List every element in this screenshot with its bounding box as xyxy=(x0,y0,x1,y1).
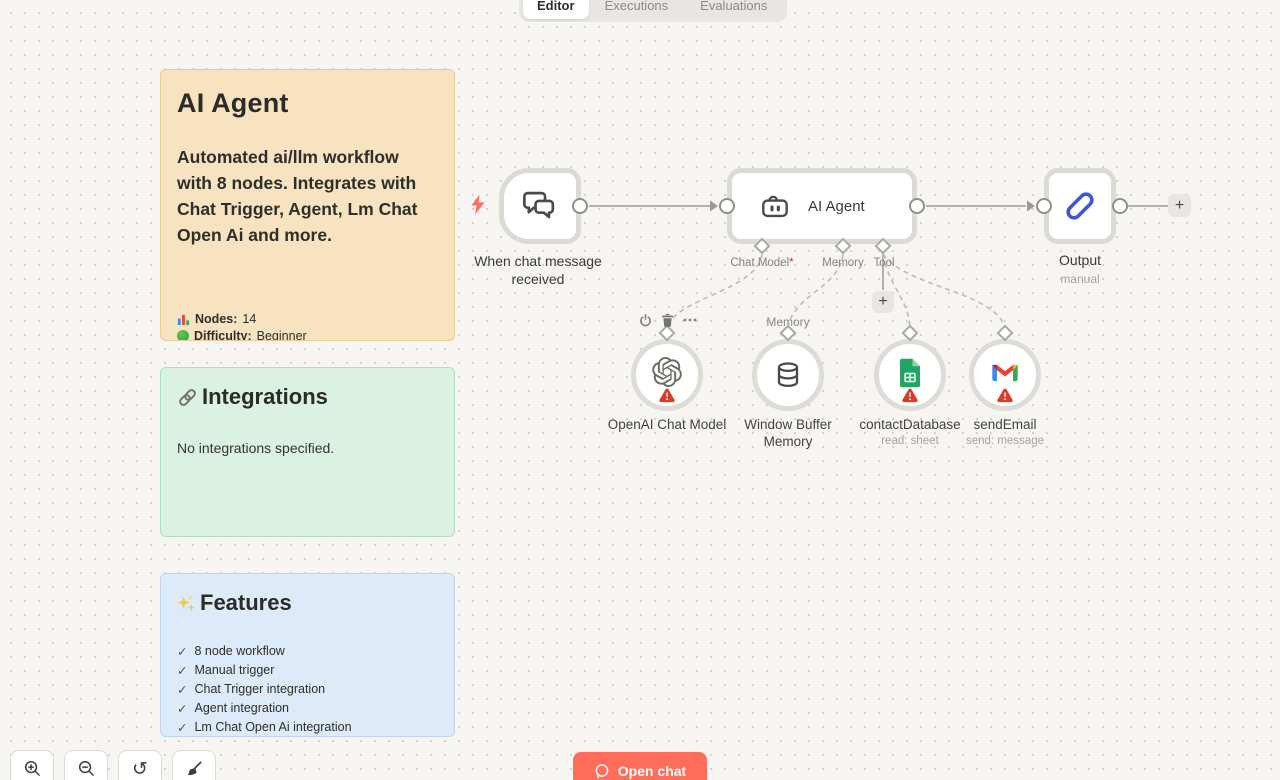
tidy-up-icon xyxy=(187,761,201,776)
node-label-ai-agent: AI Agent xyxy=(808,197,865,215)
green-circle-icon xyxy=(177,330,189,340)
node-contact-database[interactable] xyxy=(874,339,946,411)
reset-zoom-icon: ↺ xyxy=(132,759,148,780)
integrations-title: Integrations xyxy=(202,384,328,409)
nodes-label: Nodes: xyxy=(195,312,238,326)
node-chat-trigger[interactable] xyxy=(499,168,581,244)
feature-item: ✓Chat Trigger integration xyxy=(177,682,326,697)
tab-evaluations[interactable]: Evaluations xyxy=(700,0,768,13)
features-list: ✓8 node workflow ✓Manual trigger ✓Chat T… xyxy=(177,644,438,735)
port-label-memory: Memory xyxy=(822,257,864,269)
zoom-out-button[interactable] xyxy=(64,750,108,780)
node-output[interactable] xyxy=(1044,168,1116,244)
chat-bubble-icon xyxy=(595,764,609,779)
port-output-output[interactable] xyxy=(1112,198,1128,214)
node-label-output: Output xyxy=(1058,252,1102,268)
node-label-contact-database: contactDatabase xyxy=(859,417,961,432)
open-chat-button[interactable]: Open chat xyxy=(573,752,707,780)
zoom-in-icon xyxy=(24,760,40,776)
bar-chart-icon xyxy=(177,314,190,325)
add-tool-button[interactable]: + xyxy=(872,291,894,313)
features-title: Features xyxy=(200,590,292,615)
google-sheets-icon xyxy=(900,358,920,388)
node-toolbar xyxy=(639,313,697,327)
memory-connection-label: Memory xyxy=(766,315,810,329)
node-label-send-email: sendEmail xyxy=(973,417,1037,432)
node-window-buffer-memory[interactable] xyxy=(752,339,824,411)
sticky-note-integrations[interactable]: Integrations No integrations specified. xyxy=(160,367,455,537)
view-tabs: Editor Executions Evaluations xyxy=(519,0,788,22)
note-title: AI Agent xyxy=(177,88,289,118)
integrations-body: No integrations specified. xyxy=(177,440,335,456)
database-icon xyxy=(777,362,799,388)
node-openai-chat-model[interactable] xyxy=(631,339,703,411)
port-label-tool: Tool xyxy=(873,257,895,269)
note-meta: Nodes: 14 Difficulty: Beginner xyxy=(177,312,307,341)
warning-icon xyxy=(997,388,1013,403)
tab-executions[interactable]: Executions xyxy=(604,0,669,13)
port-agent-input[interactable] xyxy=(719,198,735,214)
node-label-openai: OpenAI Chat Model xyxy=(607,417,727,432)
power-icon[interactable] xyxy=(639,313,652,327)
sticky-note-features[interactable]: Features ✓8 node workflow ✓Manual trigge… xyxy=(160,573,455,737)
warning-icon xyxy=(659,388,675,403)
tab-editor[interactable]: Editor xyxy=(523,0,589,19)
sticky-note-overview[interactable]: AI Agent Automated ai/llm workflow with … xyxy=(160,69,455,341)
node-subtitle-output: manual xyxy=(1060,272,1100,286)
ellipsis-icon[interactable] xyxy=(683,318,697,322)
node-subtitle-send-email: send: message xyxy=(966,435,1044,447)
feature-item: ✓Lm Chat Open Ai integration xyxy=(177,720,352,735)
features-heading: Features xyxy=(177,590,438,616)
gmail-icon xyxy=(992,364,1018,382)
robot-icon xyxy=(762,195,788,218)
pen-icon xyxy=(1066,192,1094,220)
difficulty-label: Difficulty: xyxy=(194,329,252,341)
node-label-window-buffer-memory: Window Buffer Memory xyxy=(744,417,832,450)
zoom-out-icon xyxy=(78,760,94,776)
warning-icon xyxy=(902,388,918,403)
tidy-up-button[interactable] xyxy=(172,750,216,780)
zoom-in-button[interactable] xyxy=(10,750,54,780)
feature-item: ✓Agent integration xyxy=(177,701,289,716)
port-agent-output[interactable] xyxy=(909,198,925,214)
openai-icon xyxy=(652,357,682,387)
trash-icon[interactable] xyxy=(661,313,674,327)
node-send-email[interactable] xyxy=(969,339,1041,411)
sparkles-icon xyxy=(177,594,196,611)
node-subtitle-contact-database: read: sheet xyxy=(881,435,939,447)
node-ai-agent[interactable]: AI Agent xyxy=(727,168,917,244)
execute-lightning-icon[interactable] xyxy=(470,194,486,215)
nodes-value: 14 xyxy=(242,312,257,326)
reset-zoom-button[interactable]: ↺ xyxy=(118,750,162,780)
feature-item: ✓Manual trigger xyxy=(177,663,275,678)
feature-item: ✓8 node workflow xyxy=(177,644,285,659)
port-output-input[interactable] xyxy=(1036,198,1052,214)
note-description: Automated ai/llm workflow with 8 nodes. … xyxy=(177,147,418,245)
open-chat-label: Open chat xyxy=(617,763,687,779)
nodes-stat: Nodes: 14 xyxy=(177,312,307,326)
chat-bubbles-icon xyxy=(523,191,555,219)
add-node-button[interactable]: + xyxy=(1168,194,1191,217)
link-icon xyxy=(179,388,196,406)
difficulty-value: Beginner xyxy=(256,329,307,341)
node-label-chat-trigger: When chat message received xyxy=(474,253,602,287)
integrations-heading: Integrations xyxy=(177,384,438,410)
port-label-chat-model: Chat Model* xyxy=(730,257,794,269)
port-trigger-output[interactable] xyxy=(572,198,588,214)
difficulty-stat: Difficulty: Beginner xyxy=(177,329,307,341)
